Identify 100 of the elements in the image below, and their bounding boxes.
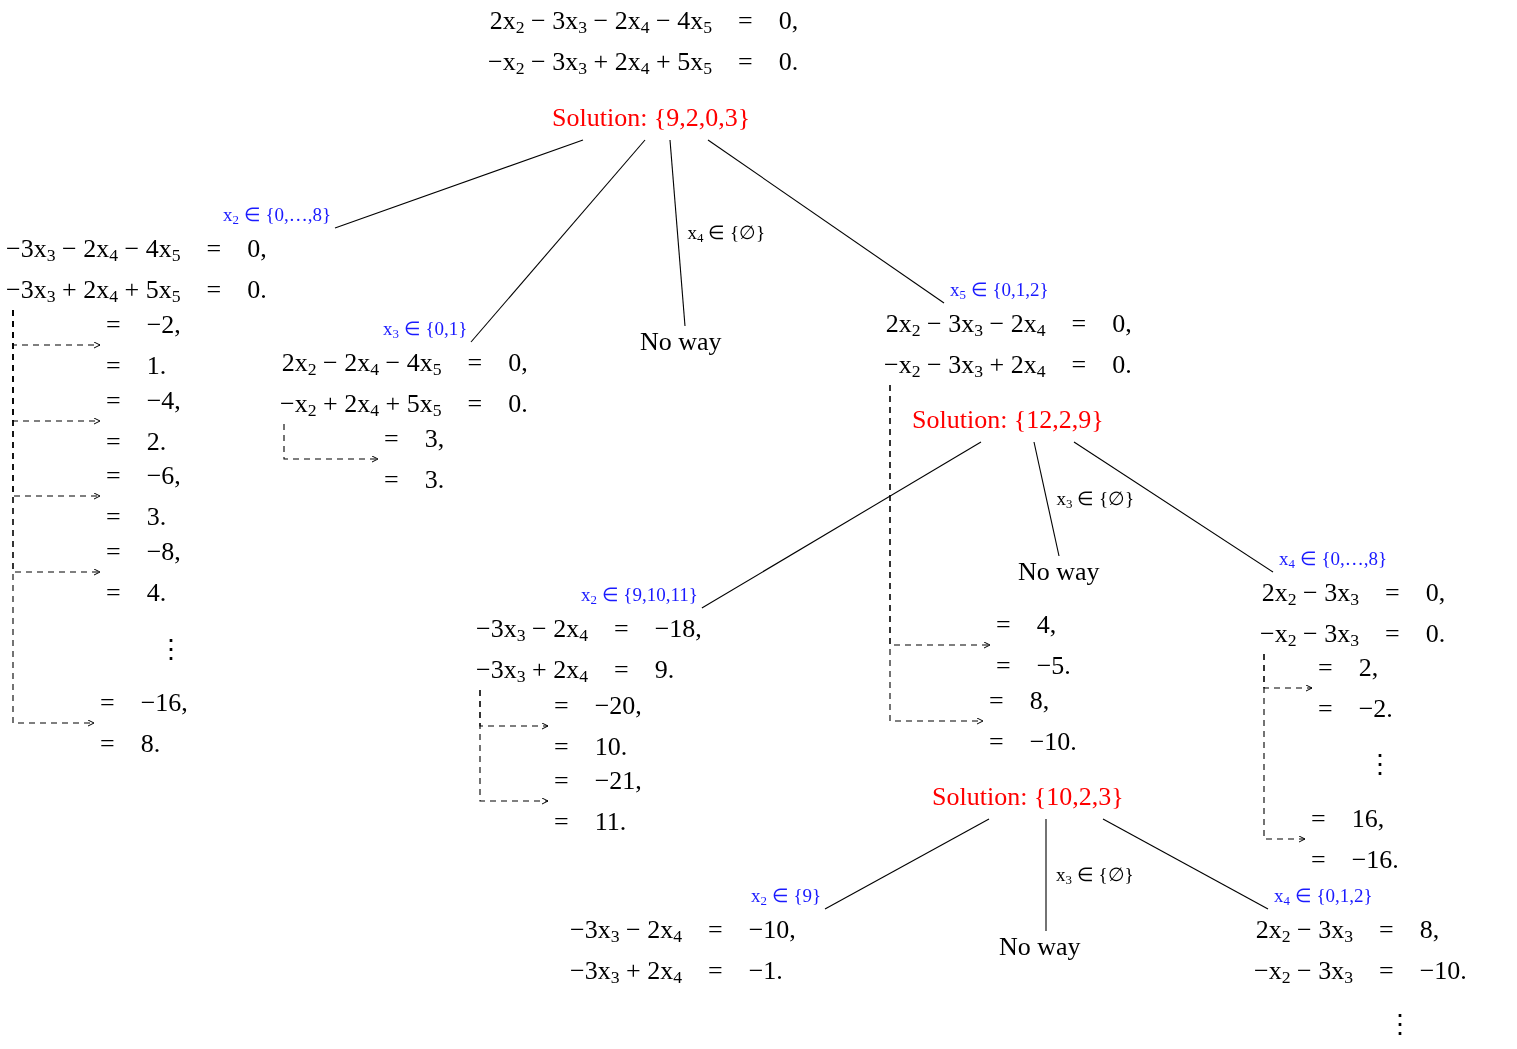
equals-sign: = xyxy=(206,233,222,265)
edge-label: x$_{3}$ ∈ {∅} xyxy=(1056,864,1134,886)
equals-sign: = xyxy=(1318,652,1333,684)
equals-sign: = xyxy=(384,464,399,496)
equation-rhs: −21, xyxy=(594,765,642,797)
equation-rhs: −10. xyxy=(1419,955,1467,987)
equals-sign: = xyxy=(996,609,1011,641)
equals-sign: = xyxy=(467,388,483,420)
vertical-ellipsis: ⋮ xyxy=(1367,750,1393,780)
tree-branch-line xyxy=(334,139,584,229)
dashed-arrow xyxy=(889,384,984,725)
equation-rhs: 4. xyxy=(146,577,168,609)
equals-sign: = xyxy=(554,731,569,763)
dead-end-text: No way xyxy=(640,326,722,358)
equation-lhs: −3x$_{3}$ + 2x$_{4}$ + 5x$_{5}$ xyxy=(6,274,181,309)
dashed-arrow xyxy=(479,689,549,805)
equals-sign: = xyxy=(708,955,723,987)
equation-rhs: 1. xyxy=(146,350,168,382)
equals-sign: = xyxy=(1379,955,1394,987)
equals-sign: = xyxy=(1385,577,1400,609)
dead-end-text: No way xyxy=(1018,556,1100,588)
solution-text: Solution: {12,2,9} xyxy=(912,398,1104,442)
equation-rhs: 0, xyxy=(247,233,267,265)
equation-lhs: 2x$_{2}$ − 3x$_{3}$ xyxy=(1260,577,1360,612)
equals-sign: = xyxy=(1311,803,1326,835)
equation-lhs: −x$_{2}$ + 2x$_{4}$ + 5x$_{5}$ xyxy=(280,388,442,423)
equals-sign: = xyxy=(1071,308,1087,340)
equation-rhs: 0, xyxy=(1112,308,1132,340)
equals-sign: = xyxy=(1311,844,1326,876)
edge-label: x$_{2}$ ∈ {9,10,11} xyxy=(580,584,698,606)
dead-end-text: No way xyxy=(999,931,1081,963)
equals-sign: = xyxy=(989,726,1004,758)
equation-lhs: −x$_{2}$ − 3x$_{3}$ + 2x$_{4}$ xyxy=(884,349,1046,384)
equation-rhs: 0. xyxy=(1112,349,1132,381)
tree-branch-line xyxy=(1102,818,1269,910)
equation-rhs: 4, xyxy=(1036,609,1058,641)
equals-sign: = xyxy=(106,309,121,341)
equals-sign: = xyxy=(614,613,629,645)
equation-lhs: 2x$_{2}$ − 3x$_{3}$ − 2x$_{4}$ xyxy=(884,308,1046,343)
equation-lhs: 2x$_{2}$ − 3x$_{3}$ − 2x$_{4}$ − 4x$_{5}$ xyxy=(488,5,713,40)
equals-sign: = xyxy=(738,5,753,37)
equation-rhs: 3, xyxy=(424,423,445,455)
equation-rhs: −6, xyxy=(146,460,181,492)
edge-label: x$_{3}$ ∈ {0,1} xyxy=(383,318,468,340)
equals-sign: = xyxy=(206,274,222,306)
equation-lhs: −3x$_{3}$ − 2x$_{4}$ xyxy=(476,613,589,648)
equals-sign: = xyxy=(467,347,483,379)
equation-rhs: −2. xyxy=(1358,693,1393,725)
solution-text: Solution: {10,2,3} xyxy=(932,775,1124,819)
equation-rhs: 0, xyxy=(508,347,528,379)
equation-rhs: −16, xyxy=(140,687,188,719)
equation-rhs: 0, xyxy=(778,5,799,37)
equation-lhs: −3x$_{3}$ + 2x$_{4}$ xyxy=(476,654,589,689)
equation-lhs: 2x$_{2}$ − 2x$_{4}$ − 4x$_{5}$ xyxy=(280,347,442,382)
edge-label: x$_{4}$ ∈ {0,…,8} xyxy=(1279,548,1388,570)
vertical-ellipsis: ⋮ xyxy=(158,635,184,665)
equation-rhs: 0. xyxy=(1425,618,1446,650)
tree-branch-line xyxy=(1045,818,1047,932)
equals-sign: = xyxy=(708,914,723,946)
equals-sign: = xyxy=(554,690,569,722)
equals-sign: = xyxy=(106,501,121,533)
equals-sign: = xyxy=(614,654,629,686)
tree-branch-line xyxy=(824,818,990,910)
equation-rhs: 3. xyxy=(146,501,168,533)
solution-text: Solution: {9,2,0,3} xyxy=(552,96,751,140)
equals-sign: = xyxy=(106,460,121,492)
edge-label: x$_{2}$ ∈ {9} xyxy=(751,885,822,907)
tree-branch-line xyxy=(707,139,945,304)
equals-sign: = xyxy=(100,687,115,719)
equation-lhs: 2x$_{2}$ − 3x$_{3}$ xyxy=(1254,914,1354,949)
tree-branch-line xyxy=(1033,441,1060,557)
equation-rhs: −2, xyxy=(146,309,181,341)
equation-lhs: −3x$_{3}$ − 2x$_{4}$ − 4x$_{5}$ xyxy=(6,233,181,268)
equation-lhs: −3x$_{3}$ + 2x$_{4}$ xyxy=(570,955,683,990)
equals-sign: = xyxy=(1379,914,1394,946)
equation-rhs: 2, xyxy=(1358,652,1380,684)
equation-rhs: −10. xyxy=(1029,726,1077,758)
equals-sign: = xyxy=(106,577,121,609)
equation-lhs: −x$_{2}$ − 3x$_{3}$ + 2x$_{4}$ + 5x$_{5}$ xyxy=(488,46,713,81)
equals-sign: = xyxy=(1385,618,1400,650)
equation-rhs: −8, xyxy=(146,536,181,568)
equals-sign: = xyxy=(738,46,753,78)
equals-sign: = xyxy=(384,423,399,455)
dashed-arrow xyxy=(12,309,95,727)
equation-rhs: 0. xyxy=(508,388,528,420)
equals-sign: = xyxy=(996,650,1011,682)
equation-rhs: 0, xyxy=(1425,577,1446,609)
equals-sign: = xyxy=(554,765,569,797)
tree-branch-line xyxy=(701,441,982,609)
equation-lhs: −x$_{2}$ − 3x$_{3}$ xyxy=(1254,955,1354,990)
equation-rhs: −5. xyxy=(1036,650,1071,682)
equation-rhs: −4, xyxy=(146,385,181,417)
dashed-arrow xyxy=(1263,653,1306,843)
tree-branch-line xyxy=(470,139,646,343)
equation-rhs: 8, xyxy=(1419,914,1441,946)
edge-label: x$_{4}$ ∈ {0,1,2} xyxy=(1274,885,1373,907)
tree-branch-line xyxy=(1073,441,1274,573)
equation-rhs: −18, xyxy=(654,613,702,645)
equation-rhs: −20, xyxy=(594,690,642,722)
equation-rhs: 3. xyxy=(424,464,445,496)
